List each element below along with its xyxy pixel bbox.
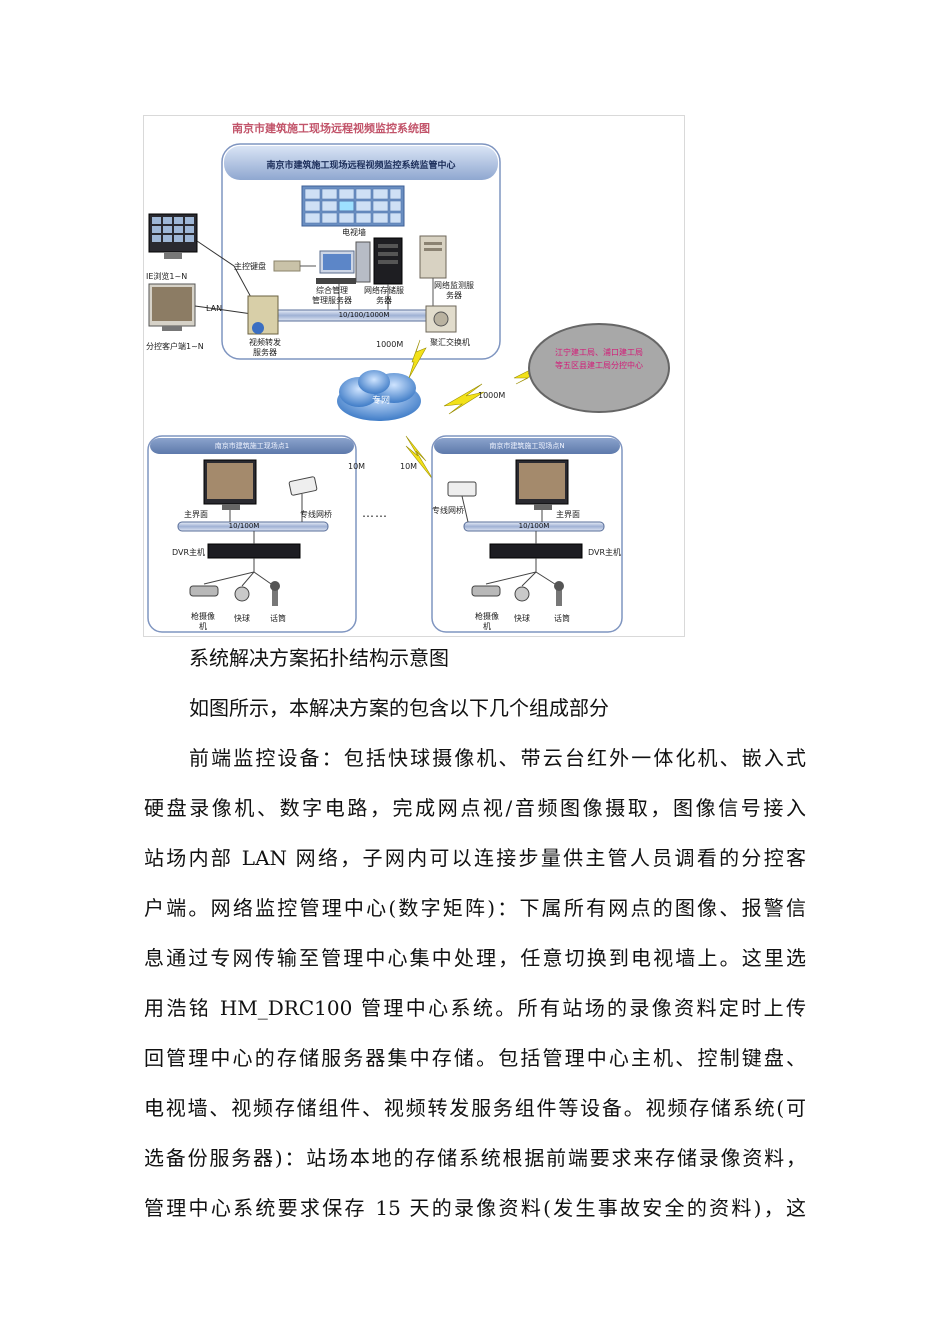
mgmt-server-icon <box>316 241 371 284</box>
sub-client-icon <box>148 283 196 331</box>
site1-title: 南京市建筑施工现场点1 <box>214 442 290 450</box>
body-line-6: 用浩铭 HM_DRC100 管理中心系统。所有站场的录像资料定时上传 <box>144 996 806 1020</box>
label-main-screen-1: 主界面 <box>184 510 208 519</box>
intro-line: 如图所示，本解决方案的包含以下几个组成部分 <box>189 696 609 720</box>
diagram-graphics <box>147 143 670 633</box>
ie-browse-icon <box>148 213 198 259</box>
tv-wall-icon <box>301 185 405 227</box>
body-line-4: 户端。网络监控管理中心(数字矩阵)：下属所有网点的图像、报警信 <box>144 896 806 920</box>
figure-caption: 系统解决方案拓扑结构示意图 <box>189 646 449 670</box>
body-line-8: 电视墙、视频存储组件、视频转发服务组件等设备。视频存储系统(可 <box>144 1096 806 1120</box>
label-tv-wall: 电视墙 <box>342 228 366 237</box>
label-dvr-1: DVR主机 <box>172 548 206 557</box>
label-camera-1: 枪摄像 机 <box>191 612 215 631</box>
dots: …… <box>362 506 388 520</box>
label-gigabit-2: 1000M <box>478 391 506 400</box>
label-10m-right: 10M <box>400 462 418 471</box>
body-line-9: 选备份服务器)：站场本地的存储系统根据前端要求来存储录像资料， <box>144 1146 806 1170</box>
label-camera-n: 枪摄像 机 <box>475 612 499 631</box>
label-dome-n: 快球 <box>514 614 530 623</box>
district-center-shape <box>528 323 670 413</box>
label-dome-1: 快球 <box>234 614 250 623</box>
agg-switch-icon <box>425 305 457 333</box>
siteN-title: 南京市建筑施工现场点N <box>489 442 565 450</box>
body-line-2: 硬盘录像机、数字电路，完成网点视/音频图像摄取，图像信号接入 <box>144 796 806 820</box>
label-bridge-n: 专线网桥 <box>432 506 464 515</box>
label-lan: LAN <box>206 304 223 313</box>
label-cloud: 专网 <box>372 396 391 406</box>
monitor-server-icon <box>419 235 447 279</box>
forward-server-icon <box>247 295 279 335</box>
label-storage-server: 网络存储服 务器 <box>364 286 404 305</box>
keyboard-icon <box>273 260 301 272</box>
site1-box <box>147 435 357 633</box>
body-line-7: 回管理中心的存储服务器集中存储。包括管理中心主机、控制键盘、 <box>144 1046 806 1070</box>
label-main-screen-n: 主界面 <box>556 510 580 519</box>
label-mic-1: 话筒 <box>270 614 286 623</box>
center-title: 南京市建筑施工现场远程视频监控系统监管中心 <box>266 161 456 171</box>
label-mgmt-server: 综合管理 管理服务器 <box>312 286 352 305</box>
body-line-5: 息通过专网传输至管理中心集中处理，任意切换到电视墙上。这里选 <box>144 946 806 970</box>
label-bus-site-n: 10/100M <box>518 522 550 530</box>
label-district-center: 江宁建工局、浦口建工局 等五区县建工局分控中心 <box>555 348 643 370</box>
label-bridge-1: 专线网桥 <box>300 510 332 519</box>
center-bus <box>268 265 438 322</box>
storage-server-icon <box>373 237 403 285</box>
label-forward-server: 视频转发 服务器 <box>249 338 281 357</box>
label-agg-switch: 聚汇交换机 <box>430 338 470 347</box>
label-mic-n: 话筒 <box>554 614 570 623</box>
label-sub-client: 分控客户端1~N <box>146 342 204 351</box>
siteN-box <box>431 435 623 633</box>
label-main-keyboard: 主控键盘 <box>234 262 266 271</box>
label-10m-left: 10M <box>348 462 366 471</box>
label-ie-browse: IE浏览1~N <box>146 272 188 281</box>
cloud-icon <box>337 370 421 421</box>
body-line-10: 管理中心系统要求保存 15 天的录像资料(发生事故安全的资料)，这 <box>144 1196 806 1220</box>
body-line-1: 前端监控设备：包括快球摄像机、带云台红外一体化机、嵌入式 <box>189 746 806 770</box>
label-dvr-n: DVR主机 <box>588 548 622 557</box>
label-monitor-server: 网络监测服 务器 <box>434 281 474 300</box>
diagram-title: 南京市建筑施工现场远程视频监控系统图 <box>232 122 430 135</box>
topology-diagram: 南京市建筑施工现场远程视频监控系统图 南京市建筑施工现场远程视频监控系统监管中心… <box>143 115 685 637</box>
label-bus-main: 10/100/1000M <box>338 311 390 319</box>
label-gigabit-1: 1000M <box>376 340 404 349</box>
body-line-3: 站场内部 LAN 网络，子网内可以连接步量供主管人员调看的分控客 <box>144 846 806 870</box>
label-bus-site-1: 10/100M <box>228 522 260 530</box>
